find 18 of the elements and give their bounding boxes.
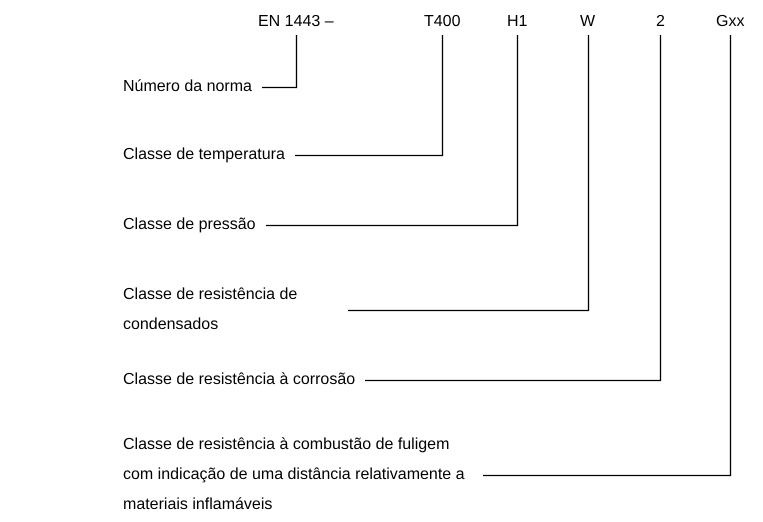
code-part: 2 bbox=[656, 12, 665, 32]
code-part: EN 1443 – bbox=[258, 12, 334, 32]
code-part: H1 bbox=[507, 12, 528, 32]
description-label: Classe de resistência de condensados bbox=[123, 280, 338, 340]
description-label: Classe de resistência à corrosão bbox=[123, 365, 356, 395]
description-label: Número da norma bbox=[123, 72, 252, 102]
description-label: Classe de pressão bbox=[123, 210, 256, 240]
description-label: Classe de temperatura bbox=[123, 140, 285, 170]
leader-line bbox=[266, 35, 518, 226]
leader-line bbox=[483, 35, 732, 476]
code-part: T400 bbox=[424, 12, 460, 32]
leader-line bbox=[262, 35, 298, 88]
leader-line bbox=[348, 35, 590, 312]
leader-line bbox=[295, 35, 444, 156]
code-part: Gxx bbox=[716, 12, 744, 32]
code-part: W bbox=[580, 12, 596, 32]
description-label: Classe de resistência à combustão de fuligem com indicação de uma distância relativamente a materiais inflamáveis bbox=[123, 430, 473, 520]
leader-line bbox=[365, 35, 662, 382]
